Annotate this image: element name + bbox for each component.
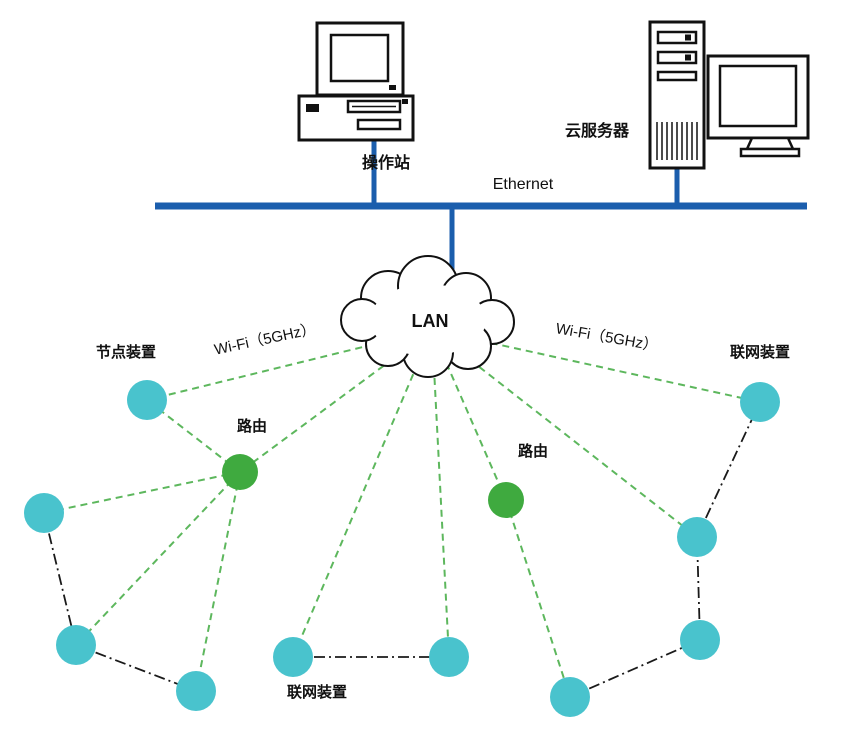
wifi-link-router-1-device-3: [75, 471, 241, 646]
nodes-layer: [24, 380, 780, 717]
device-node-node-device: [127, 380, 167, 420]
device-node-device-2: [24, 493, 64, 533]
workstation-label: 操作站: [362, 153, 410, 172]
lan-label: LAN: [412, 311, 449, 331]
ethernet-label: Ethernet: [493, 176, 554, 193]
wifi-link-router-1-device-2: [43, 471, 241, 514]
device-node-device-4: [176, 671, 216, 711]
router-1-label: 路由: [237, 417, 267, 435]
wifi-link-lan-device-5: [292, 329, 433, 658]
cloud-server-label: 云服务器: [565, 121, 630, 140]
ethernet-backbone: [155, 138, 807, 274]
wifi-link-lan-device-9: [431, 329, 698, 538]
device-node-device-9: [677, 517, 717, 557]
device-node-device-6: [429, 637, 469, 677]
lan-cloud-shape: [340, 255, 515, 378]
device-node-device-8: [680, 620, 720, 660]
wifi-link-router-2-device-7: [505, 499, 571, 698]
wifi-link-router-1-device-4: [195, 471, 241, 692]
router-node-router-1: [222, 454, 258, 490]
wifi-right-label: Wi-Fi（5GHz）: [554, 320, 659, 355]
networked-device-label-bottom: 联网装置: [287, 683, 347, 701]
workstation-icon: [297, 21, 415, 142]
networked-device-label-top-right: 联网装置: [730, 343, 790, 361]
device-node-device-5: [273, 637, 313, 677]
mesh-link-device-9-device-10: [696, 401, 761, 538]
device-node-device-10: [740, 382, 780, 422]
wifi-link-lan-device-6: [431, 329, 450, 658]
wifi-link-lan-device-10: [431, 329, 761, 403]
mesh-link-device-3-device-4: [75, 644, 197, 692]
cloud-server-icon: [648, 20, 810, 170]
device-node-device-3: [56, 625, 96, 665]
node-device-label: 节点装置: [96, 343, 156, 361]
mesh-link-device-2-device-3: [43, 512, 77, 646]
device-node-device-7: [550, 677, 590, 717]
router-node-router-2: [488, 482, 524, 518]
wifi-left-label: Wi-Fi（5GHz）: [213, 321, 318, 359]
router-2-label: 路由: [518, 442, 548, 460]
mesh-link-device-7-device-8: [569, 639, 701, 698]
